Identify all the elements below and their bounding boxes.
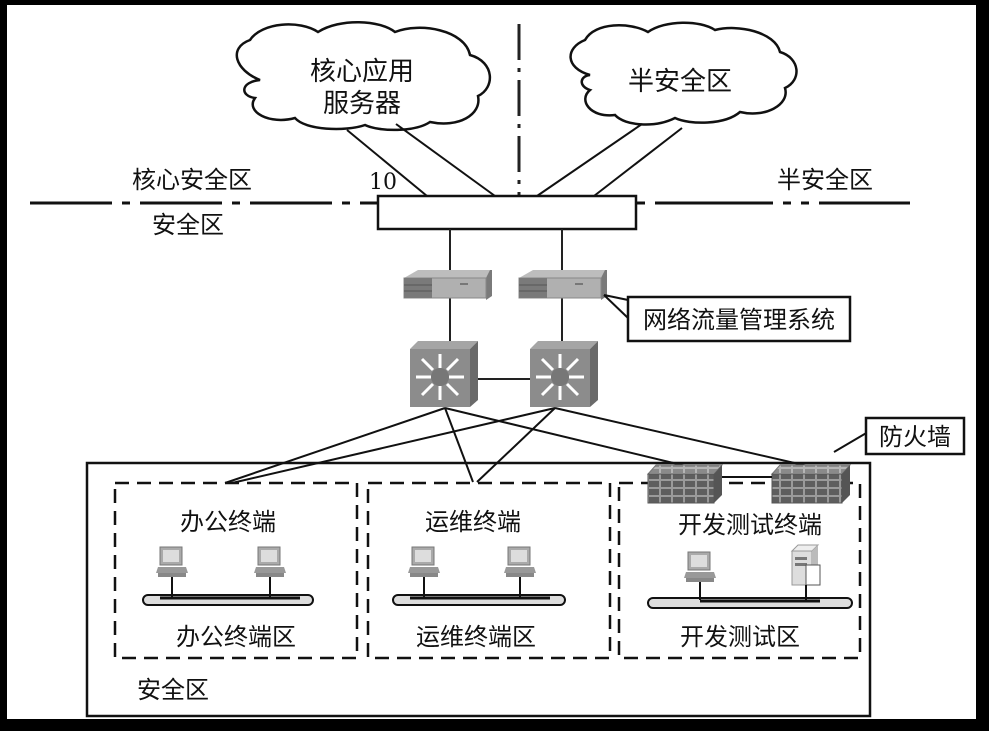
pc-icon bbox=[684, 551, 716, 600]
cloud-core-app-label-line2: 服务器 bbox=[323, 89, 401, 119]
server-icon bbox=[790, 544, 821, 601]
subzone-devtest: 开发测试终端 开发测试区 bbox=[617, 481, 862, 660]
callout-traffic-mgmt: 网络流量管理系统 bbox=[603, 294, 852, 343]
subzone-ops-terminal-label: 运维终端 bbox=[425, 508, 521, 536]
lan-bus bbox=[392, 594, 566, 606]
lan-bus bbox=[647, 597, 853, 609]
zone-uplinks bbox=[224, 407, 813, 484]
lan-bus bbox=[142, 594, 314, 606]
cloud-semi-secure-zone: 半安全区 bbox=[569, 21, 798, 126]
label-secure-zone-top: 安全区 bbox=[152, 211, 224, 239]
label-core-secure-zone: 核心安全区 bbox=[132, 166, 252, 194]
marker-number: 10 bbox=[369, 170, 397, 195]
pc-icon bbox=[156, 546, 188, 597]
firewall-2 bbox=[770, 464, 852, 504]
callout-firewall-text: 防火墙 bbox=[879, 423, 951, 451]
network-diagram: 核心应用 服务器 半安全区 核心安全区 安全区 半安全区 10 bbox=[30, 21, 966, 718]
secure-zone-box bbox=[85, 461, 872, 718]
diagram-canvas: 核心应用 服务器 半安全区 核心安全区 安全区 半安全区 10 bbox=[7, 5, 976, 719]
callout-firewall: 防火墙 bbox=[833, 416, 966, 456]
core-switch-1 bbox=[410, 341, 478, 407]
subzone-ops-zone-label: 运维终端区 bbox=[416, 623, 536, 651]
label-semi-secure-zone-right: 半安全区 bbox=[777, 166, 873, 194]
subzone-office: 办公终端 办公终端区 bbox=[113, 481, 359, 660]
core-switch-2 bbox=[530, 341, 598, 407]
pc-icon bbox=[504, 546, 536, 597]
callout-traffic-mgmt-text: 网络流量管理系统 bbox=[643, 306, 835, 334]
pc-icon bbox=[408, 546, 440, 597]
traffic-mgmt-appliance-1 bbox=[403, 270, 492, 300]
cloud-core-app-server: 核心应用 服务器 bbox=[235, 21, 492, 132]
cloud-core-app-label-line1: 核心应用 bbox=[310, 57, 414, 87]
label-secure-zone-bottom: 安全区 bbox=[137, 676, 209, 704]
firewall-1 bbox=[646, 464, 724, 504]
subzone-office-zone-label: 办公终端区 bbox=[176, 623, 296, 651]
cloud-links bbox=[346, 123, 683, 197]
cloud-semi-secure-label: 半安全区 bbox=[628, 67, 732, 97]
subzone-office-terminal-label: 办公终端 bbox=[180, 508, 276, 536]
subzone-ops: 运维终端 运维终端区 bbox=[366, 481, 612, 660]
subzone-devtest-terminal-label: 开发测试终端 bbox=[678, 511, 822, 539]
traffic-mgmt-appliance-2 bbox=[518, 270, 607, 300]
pc-icon bbox=[254, 546, 286, 597]
subzone-devtest-zone-label: 开发测试区 bbox=[680, 623, 800, 651]
core-backbone-bar bbox=[376, 194, 638, 231]
